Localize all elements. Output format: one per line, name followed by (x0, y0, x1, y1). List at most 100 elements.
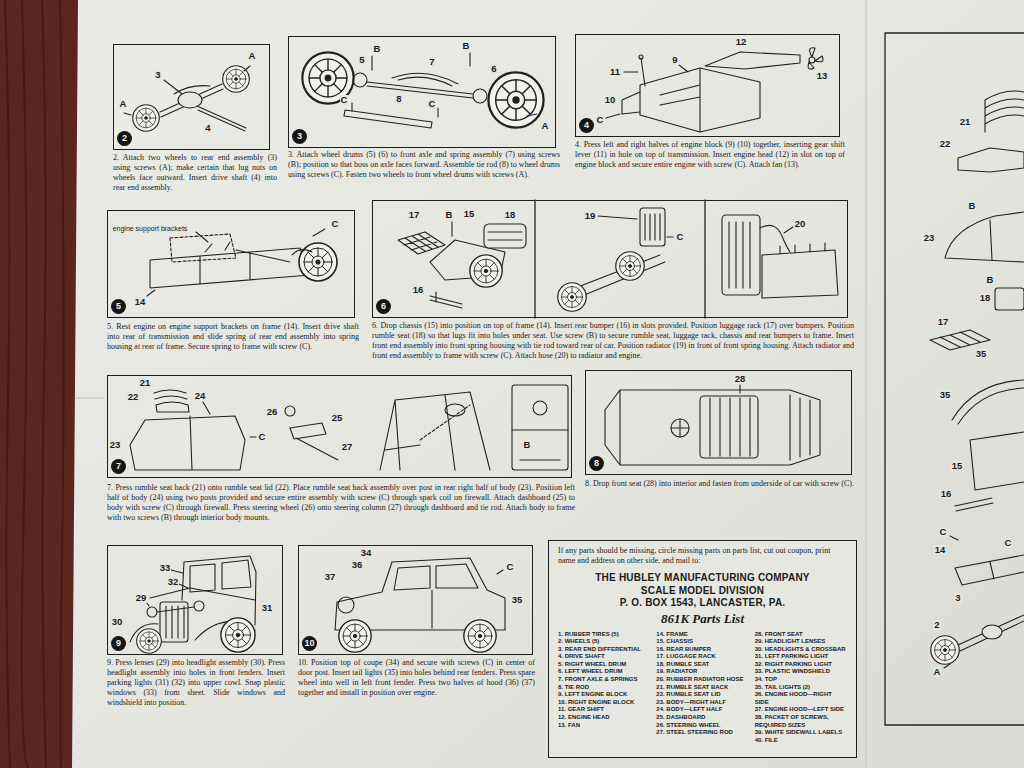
callout-number: C (676, 232, 685, 242)
callout-number: C (331, 219, 340, 229)
callout-number: B (986, 275, 995, 285)
callout-number: C (1004, 538, 1013, 548)
callout-number: B (462, 41, 471, 51)
step-panel: 77. Press rumble seat back (21) onto rum… (107, 375, 572, 478)
division-name: SCALE MODEL DIVISION (558, 585, 847, 598)
part-entry: 23. BODY—RIGHT HALF (656, 699, 748, 707)
part-entry: 24. BODY—LEFT HALF (656, 706, 748, 714)
callout-number: 35 (939, 390, 952, 400)
part-entry: 11. GEAR SHIFT (558, 706, 650, 714)
part-entry: 28. FRONT SEAT (755, 631, 847, 639)
callout-number: 24 (194, 391, 207, 401)
callout-number: B (373, 44, 382, 54)
callout-number: 17 (937, 317, 950, 327)
part-entry: 29. HEADLIGHT LENSES (755, 638, 847, 646)
part-entry: 35. TAIL LIGHTS (2) (755, 684, 847, 692)
step-number: 8 (589, 456, 604, 471)
part-entry: 19. RADIATOR (656, 668, 748, 676)
part-entry: 8. TIE ROD (558, 684, 650, 692)
parts-column: 14. FRAME15. CHASSIS16. REAR BUMPER17. L… (656, 631, 748, 745)
callout-number: C (428, 99, 437, 109)
callout-number: 6 (490, 64, 497, 74)
part-entry: 1. RUBBER TIRES (5) (558, 631, 650, 639)
callout-number: 21 (959, 117, 972, 127)
part-entry: 3. REAR END DIFFERENTIAL (558, 646, 650, 654)
step-instruction: 7. Press rumble seat back (21) onto rumb… (107, 483, 575, 523)
callout-number: 21 (139, 378, 152, 388)
callout-number: 12 (735, 37, 748, 47)
coupon-note: If any parts should be missing, circle m… (558, 546, 847, 566)
callout-number: C (340, 95, 349, 105)
callout-number: 23 (109, 440, 122, 450)
part-entry: 15. CHASSIS (656, 638, 748, 646)
callout-number: 14 (934, 545, 947, 555)
callout-number: 15 (463, 209, 476, 219)
callout-number: 14 (134, 297, 147, 307)
callout-number: C (939, 527, 948, 537)
part-note: engine support brackets (112, 225, 189, 233)
step-instruction: 5. Rest engine on engine support bracket… (107, 322, 359, 352)
callout-number: 31 (261, 603, 274, 613)
callout-number: 2 (933, 620, 940, 630)
part-entry: 25. DASHBOARD (656, 714, 748, 722)
callout-number: 32 (167, 577, 180, 587)
part-entry: 18. RUMBLE SEAT (656, 661, 748, 669)
callout-number: 17 (408, 210, 421, 220)
step-number: 3 (292, 129, 307, 144)
part-entry: 34. TOP (755, 676, 847, 684)
step-instruction: 3. Attach wheel drums (5) (6) to front a… (288, 150, 560, 180)
step-number: 9 (111, 636, 126, 651)
step-instruction: 8. Drop front seat (28) into interior an… (585, 479, 855, 489)
step-instruction: 2. Attach two wheels to rear end assembl… (113, 153, 277, 193)
callout-number: 19 (584, 211, 597, 221)
step-number: 2 (117, 131, 132, 146)
callout-number: C (596, 115, 605, 125)
callout-number: 34 (360, 548, 373, 558)
step-number: 7 (111, 459, 126, 474)
step-panel: 1010. Position top of coupe (34) and sec… (298, 545, 533, 655)
part-entry: 36. ENGINE HOOD—RIGHT SIDE (755, 691, 847, 706)
step-number: 5 (111, 299, 126, 314)
callout-number: 22 (127, 392, 140, 402)
callout-number: C (506, 562, 515, 572)
step-number: 4 (579, 118, 594, 133)
callout-number: A (541, 121, 550, 131)
part-entry: 30. HEADLIGHTS & CROSSBAR (755, 646, 847, 654)
mail-address: P. O. BOX 1543, LANCASTER, PA. (558, 597, 847, 610)
part-entry: 33. PLASTIC WINDSHIELD (755, 668, 847, 676)
callout-number: A (119, 99, 128, 109)
callout-number: 29 (135, 593, 148, 603)
callout-number: 28 (734, 374, 747, 384)
callout-number: B (523, 440, 532, 450)
part-entry: 21. RUMBLE SEAT BACK (656, 684, 748, 692)
part-entry: 7. FRONT AXLE & SPRINGS (558, 676, 650, 684)
part-entry: 13. FAN (558, 722, 650, 730)
parts-list: 1. RUBBER TIRES (5)2. WHEELS (5)3. REAR … (558, 631, 847, 745)
callout-number: 10 (604, 95, 617, 105)
callout-number: 23 (923, 233, 936, 243)
part-entry: 38. PACKET OF SCREWS, REQUIRED SIZES (755, 714, 847, 729)
part-entry: 9. LEFT ENGINE BLOCK (558, 691, 650, 699)
callout-number: 15 (951, 461, 964, 471)
part-entry: 6. LEFT WHEEL DRUM (558, 668, 650, 676)
part-entry: 32. RIGHT PARKING LIGHT (755, 661, 847, 669)
callout-number: 11 (609, 67, 621, 77)
callout-number: B (968, 201, 977, 211)
step-panel: 33. Attach wheel drums (5) (6) to front … (288, 36, 556, 148)
callout-number: 8 (395, 94, 402, 104)
step-panel: 99. Press lenses (29) into headlight ass… (107, 545, 283, 655)
step-panel: 66. Drop chassis (15) into position on t… (372, 200, 848, 318)
callout-number: 25 (331, 413, 344, 423)
callout-number: C (258, 432, 267, 442)
part-entry: 2. WHEELS (5) (558, 638, 650, 646)
callout-number: 16 (412, 285, 425, 295)
callout-number: 22 (939, 139, 952, 149)
part-entry: 40. FILE (755, 737, 847, 745)
callout-number: 37 (324, 572, 337, 582)
callout-number: B (445, 210, 454, 220)
company-name: THE HUBLEY MANUFACTURING COMPANY (558, 572, 847, 585)
part-entry: 27. STEEL STEERING ROD (656, 729, 748, 737)
callout-number: A (933, 667, 942, 677)
callout-number: A (248, 51, 257, 61)
